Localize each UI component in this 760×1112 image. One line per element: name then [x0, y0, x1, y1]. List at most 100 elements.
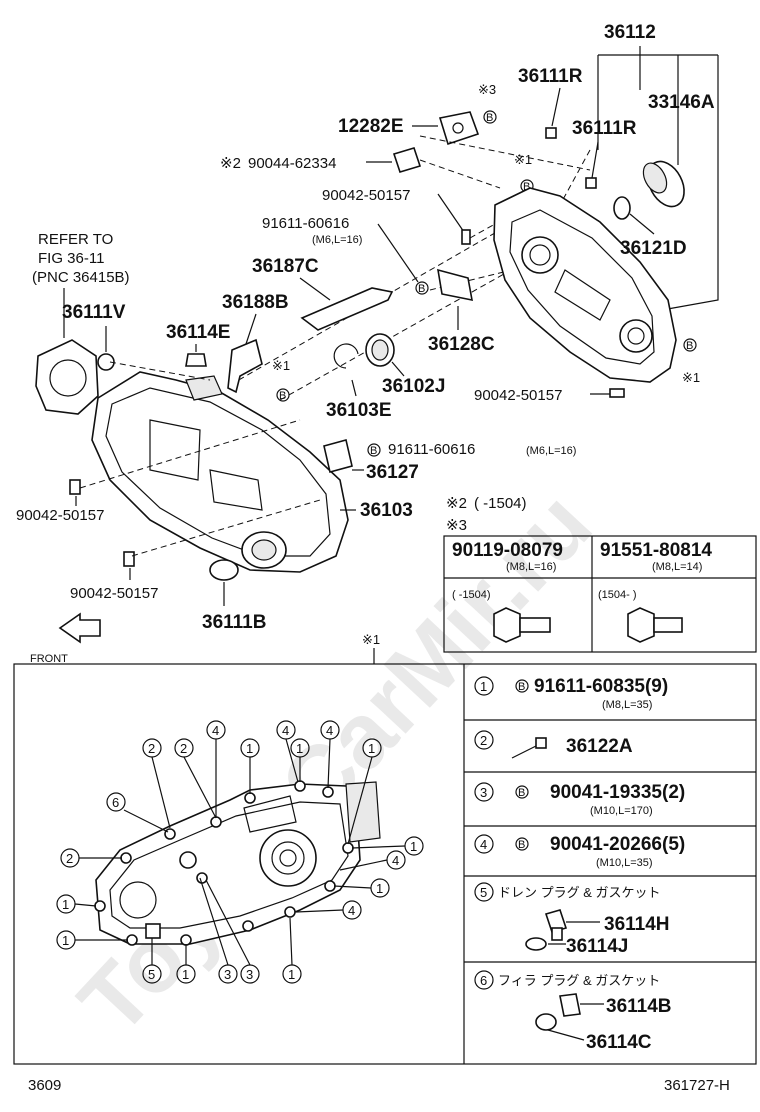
- label-91611-mid[interactable]: 91611-60616: [388, 441, 475, 458]
- bolt-icon-col2: [627, 607, 683, 643]
- legend-3-b: [515, 785, 529, 799]
- part-36127: [323, 439, 353, 473]
- leader-36121D: [629, 213, 655, 235]
- legend-5-leaders: [548, 921, 600, 945]
- b-mark-top: B: [486, 112, 493, 124]
- label-33146A[interactable]: 33146A: [648, 92, 715, 113]
- mark2: ※2: [220, 155, 241, 172]
- legend-4-circle: [474, 834, 494, 854]
- callout-4-c: 4: [326, 723, 333, 738]
- table3-col2-range: (1504- ): [598, 589, 637, 601]
- cover-ref-36415B: [35, 339, 99, 415]
- label-36114E[interactable]: 36114E: [166, 322, 230, 343]
- detail-bolt-dots: [94, 780, 354, 946]
- callout-4-e: 4: [348, 903, 355, 918]
- legend-5-pn-b[interactable]: 36114J: [566, 936, 628, 957]
- b-mark-a: B: [523, 181, 530, 193]
- label-36187C[interactable]: 36187C: [252, 256, 319, 277]
- label-90042-top[interactable]: 90042-50157: [322, 187, 410, 204]
- mark3-top: ※3: [478, 82, 496, 97]
- leader-36187C: [299, 277, 331, 301]
- table3-col1-pn[interactable]: 90119-08079: [452, 540, 563, 561]
- callout-2-a: 2: [148, 741, 155, 756]
- callout-1-b: 1: [296, 741, 303, 756]
- front-label: FRONT: [30, 653, 68, 665]
- plug-36111R-b: [585, 177, 597, 189]
- legend-6-circle: [474, 970, 494, 990]
- bolt-icon-col1: [493, 607, 551, 643]
- callout-1-a: 1: [246, 741, 253, 756]
- pin-90042-left1: [69, 479, 81, 495]
- legend-1-sub: (M8,L=35): [602, 699, 652, 711]
- callout-3-a: 3: [224, 967, 231, 982]
- label-36128C[interactable]: 36128C: [428, 334, 495, 355]
- legend-4-num: 4: [480, 837, 487, 852]
- page-code: 3609: [28, 1077, 61, 1094]
- bracket-36188B: [227, 338, 263, 394]
- label-36112[interactable]: 36112: [604, 22, 656, 43]
- bolt-table-3: [443, 535, 757, 653]
- refer-line2: FIG 36-11: [38, 250, 104, 267]
- label-91611-top[interactable]: 91611-60616: [262, 215, 349, 232]
- rear-housing-36112: [493, 187, 677, 383]
- bracket-90044: [392, 147, 422, 173]
- label-36103[interactable]: 36103: [360, 500, 413, 521]
- leader-36111R-b: [591, 141, 599, 179]
- circle-b-91611: [415, 281, 429, 295]
- mark1-b: ※1: [272, 358, 290, 373]
- callout-1-c: 1: [368, 741, 375, 756]
- bolt-icon-36122A: [511, 737, 547, 759]
- callout-5: 5: [148, 967, 155, 982]
- leader-36102J: [391, 361, 405, 377]
- plug-36114E: [185, 353, 207, 367]
- label-36103E[interactable]: 36103E: [326, 400, 392, 421]
- circle-b-top: [483, 110, 497, 124]
- legend-6-pn-b[interactable]: 36114C: [586, 1032, 652, 1053]
- legend-rows: [464, 719, 756, 963]
- label-36111V[interactable]: 36111V: [62, 302, 126, 323]
- legend-1-pn[interactable]: 91611-60835(9): [534, 676, 668, 697]
- b-mark-c: B: [686, 340, 693, 352]
- label-36121D[interactable]: 36121D: [620, 238, 687, 259]
- plate-36128C: [437, 268, 473, 302]
- callout-1-h: 1: [182, 967, 189, 982]
- legend-6-num: 6: [480, 973, 487, 988]
- detail-leaders: [74, 738, 406, 966]
- label-12282E[interactable]: 12282E: [338, 116, 404, 137]
- mark1-detail: ※1: [362, 632, 380, 647]
- legend-6-pn-a[interactable]: 36114B: [606, 996, 672, 1017]
- sleeve-33146A: [642, 160, 685, 208]
- legend-1-circle: [474, 676, 494, 696]
- label-36127[interactable]: 36127: [366, 462, 419, 483]
- leader-90042-top: [437, 193, 465, 233]
- label-90042-left2[interactable]: 90042-50157: [70, 585, 158, 602]
- detail-housing: [95, 781, 381, 945]
- sub-91611-top: (M6,L=16): [312, 234, 362, 246]
- seal-36111B: [209, 559, 239, 581]
- circle-b-36127: [367, 443, 381, 457]
- legend-2-pn[interactable]: 36122A: [566, 736, 633, 757]
- refer-line3[interactable]: (PNC 36415B): [32, 269, 130, 286]
- label-36102J[interactable]: 36102J: [382, 376, 445, 397]
- legend-3-b-text: B: [518, 787, 525, 799]
- legend-1-num: 1: [480, 679, 487, 694]
- legend-5-pn-a[interactable]: 36114H: [604, 914, 670, 935]
- bearing-36102J: [365, 333, 395, 367]
- callout-1-e: 1: [376, 881, 383, 896]
- label-90044[interactable]: 90044-62334: [248, 155, 336, 172]
- table3-col2-pn[interactable]: 91551-80814: [600, 540, 712, 561]
- label-36188B[interactable]: 36188B: [222, 292, 289, 313]
- plug-36111R-a: [545, 127, 557, 139]
- callout-2-c: 2: [66, 851, 73, 866]
- legend-3-pn[interactable]: 90041-19335(2): [550, 782, 685, 803]
- label-36111B[interactable]: 36111B: [202, 612, 266, 633]
- label-36111R-b[interactable]: 36111R: [572, 118, 637, 139]
- legend-6-leaders: [547, 1003, 604, 1041]
- callout-4-a: 4: [212, 723, 219, 738]
- label-90042-right[interactable]: 90042-50157: [474, 387, 562, 404]
- label-36111R-a[interactable]: 36111R: [518, 66, 583, 87]
- legend-4-pn[interactable]: 90041-20266(5): [550, 834, 685, 855]
- label-90042-left1[interactable]: 90042-50157: [16, 507, 104, 524]
- legend-3-num: 3: [480, 785, 487, 800]
